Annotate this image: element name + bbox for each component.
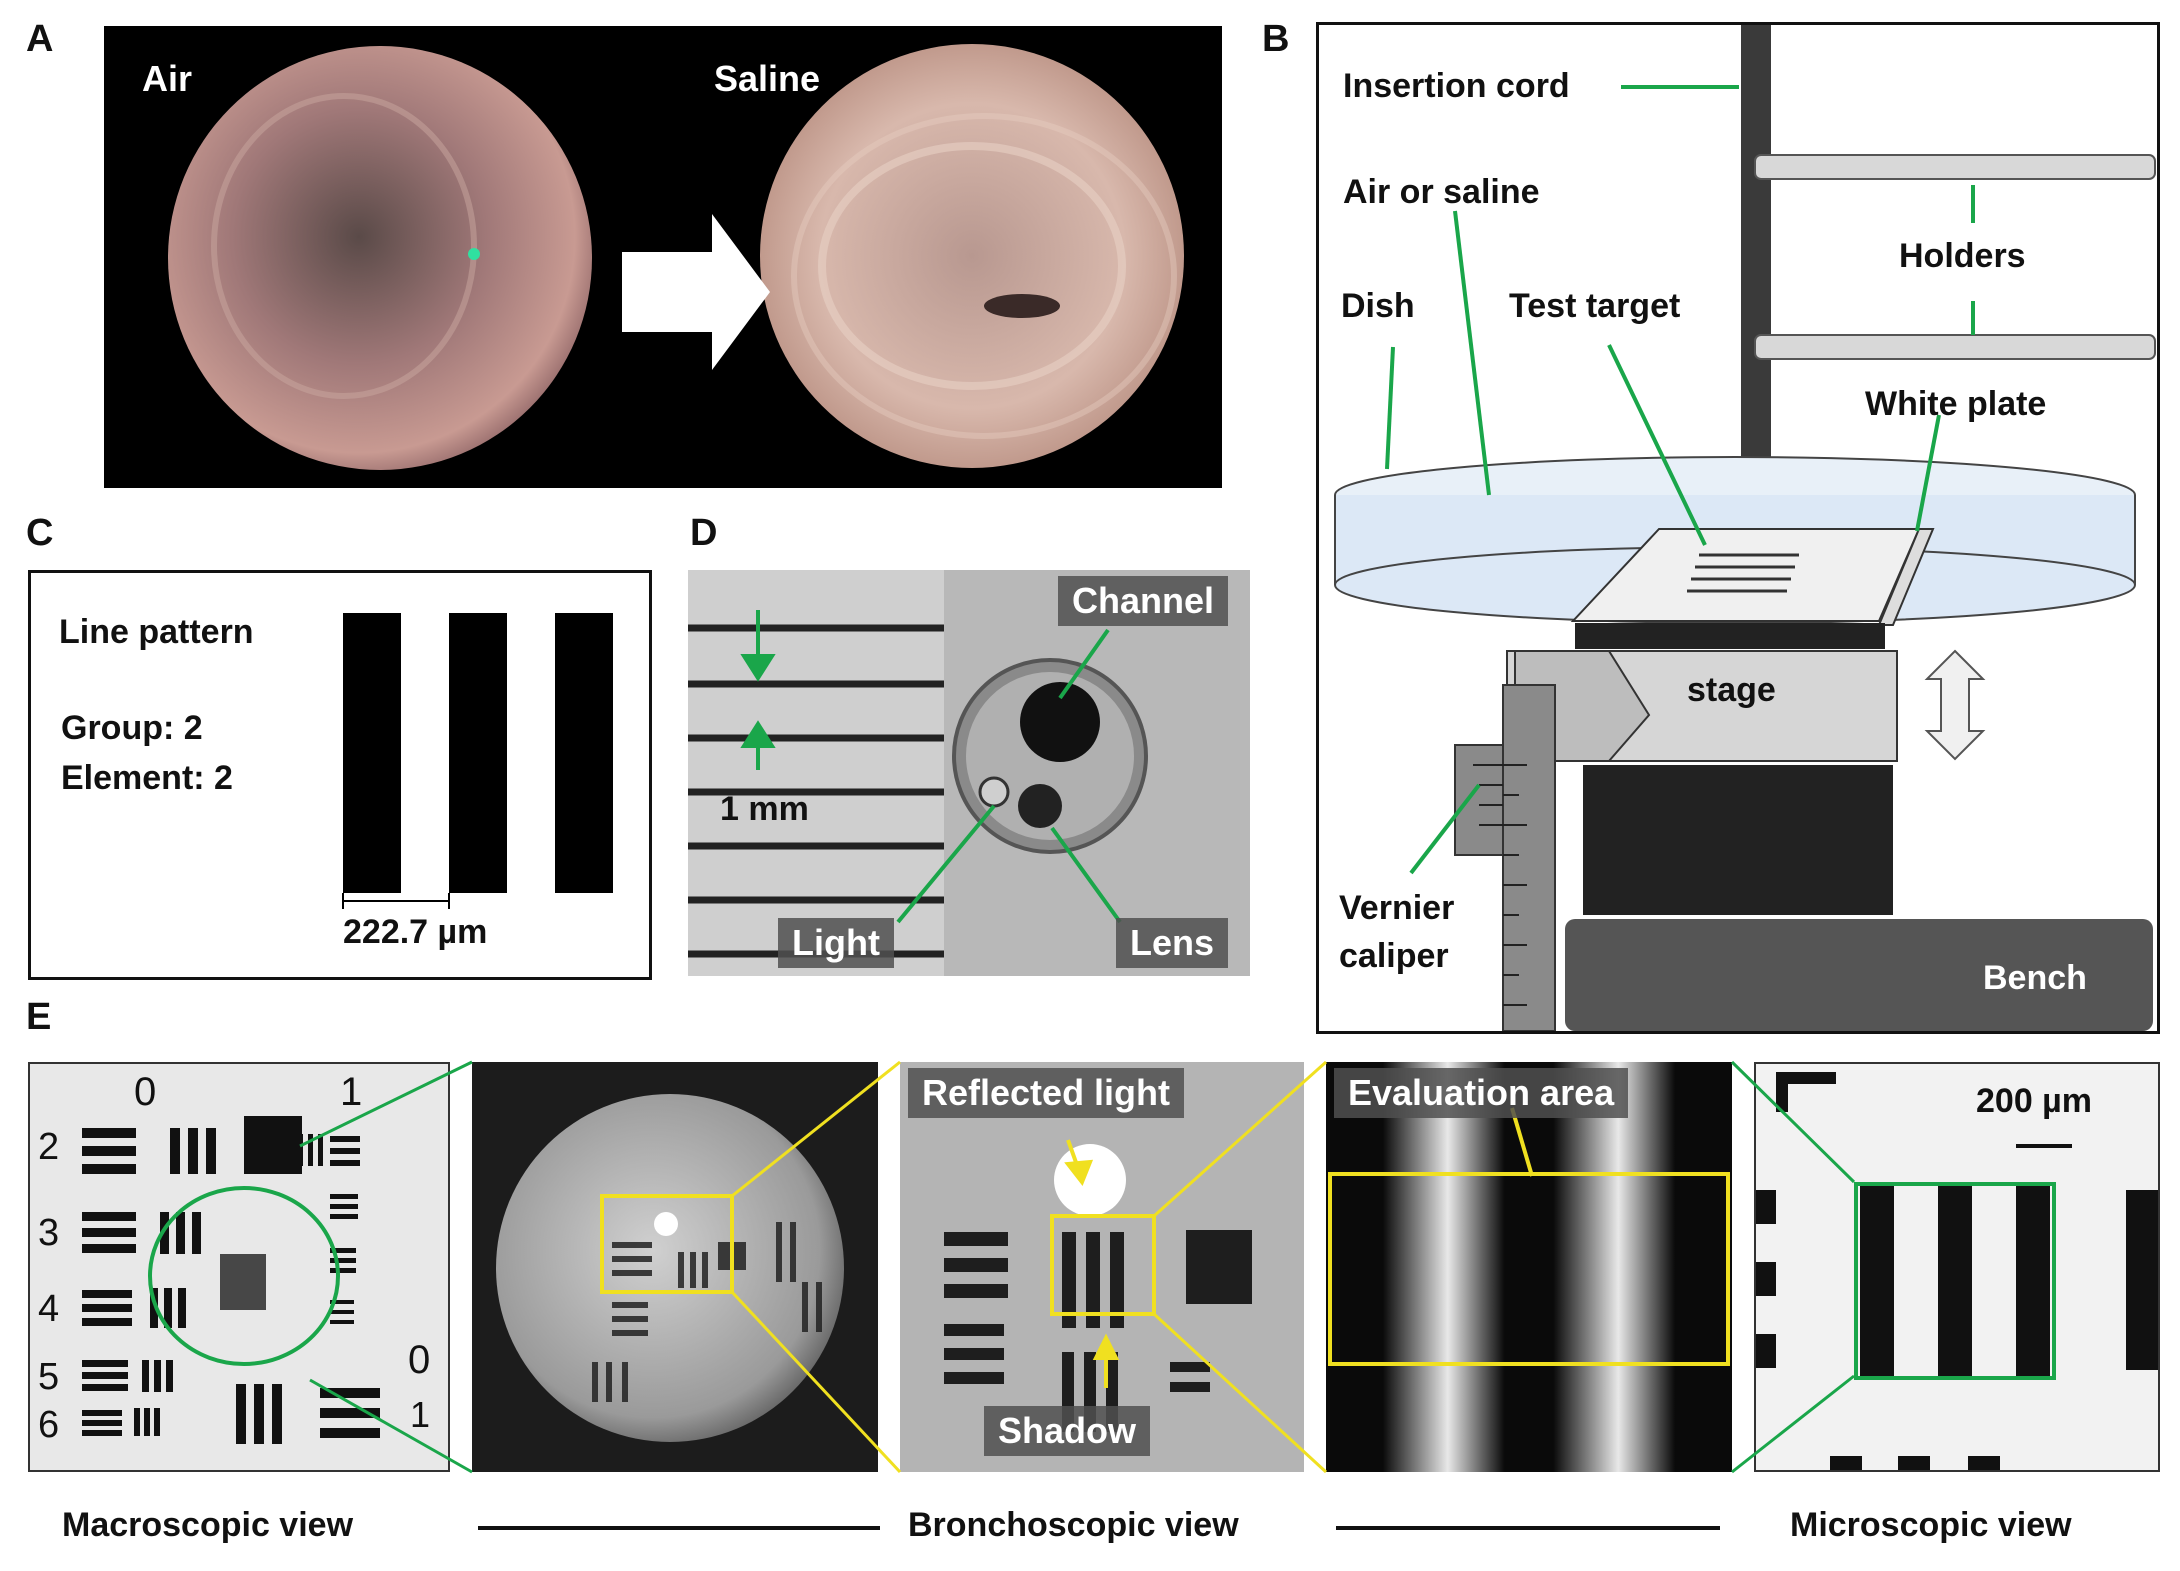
bar-1 [343,613,401,893]
shadow-tag: Shadow [984,1406,1151,1456]
leader-white-plate [1915,414,1941,532]
white-plate [1877,528,1935,626]
saline-view-circle [760,44,1184,468]
vernier-label-2: caliper [1339,937,1449,975]
light-tag: Light [778,918,894,968]
panel-c-frame: Line pattern Group: 2 Element: 2 222.7 µ… [28,570,652,980]
panel-e-label: E [26,996,52,1038]
channel-hole [1020,682,1100,762]
bar-2 [449,613,507,893]
saline-label: Saline [714,58,821,99]
zoom-box-evaluation [1050,1214,1156,1316]
zoom-circle-macro [148,1186,340,1366]
holder-bottom [1754,334,2156,360]
vernier-label-1: Vernier [1339,889,1455,927]
bench-label: Bench [1983,959,2087,997]
width-label: 222.7 µm [343,913,488,951]
holders-label: Holders [1899,237,2026,275]
scale-label-d: 1 mm [720,790,809,828]
panel-d-label: D [690,512,718,554]
reflected-light-spot [1054,1144,1126,1216]
setup-diagram [1334,25,2156,1031]
row-label-6: 6 [38,1404,60,1446]
leader-vernier [1409,783,1481,875]
reflected-light-tag: Reflected light [908,1068,1185,1118]
leader-air-saline [1453,210,1491,496]
evaluation-area-box [1328,1172,1730,1366]
air-label: Air [142,58,193,99]
bronchoscopic-view-label: Bronchoscopic view [908,1506,1239,1544]
line-pattern-graphic [342,613,613,909]
side-label-1: 1 [410,1394,431,1435]
e-evaluation-image: Evaluation area [1326,1062,1732,1472]
panel-c-label: C [26,512,54,554]
holder-top [1754,154,2156,180]
micro-scale-label: 200 µm [1976,1082,2092,1120]
panel-b-frame: Insertion cord Air or saline Holders Dis… [1316,22,2160,1034]
panel-b-label: B [1262,18,1290,60]
leader-dish [1385,346,1395,470]
row-label-4: 4 [38,1288,60,1330]
line-pattern-label: Line pattern [59,613,254,651]
vernier-caliper [1502,684,1556,1031]
lens-hole [1018,784,1062,828]
bench [1565,919,2153,1031]
zoom-box-micro [1854,1182,2056,1380]
e-broncho-wide-image [472,1062,878,1472]
macroscopic-view-label: Macroscopic view [62,1506,354,1544]
panel-a-label: A [26,18,54,60]
element-label: Element: 2 [61,759,233,797]
row-label-2: 2 [38,1126,60,1168]
panel-d-image: Channel 1 mm Light Lens [688,570,1250,976]
dish-label: Dish [1341,287,1415,325]
stage-label: stage [1687,671,1776,709]
bar-3 [555,613,613,893]
zoom-box-wide [600,1194,734,1294]
arrow-right-icon [622,214,770,370]
insertion-cord-label: Insertion cord [1343,67,1570,105]
row-label-3: 3 [38,1212,60,1254]
e-broncho-zoom-image: Reflected light Shadow [900,1062,1304,1472]
group0-top-label: 0 [134,1070,157,1114]
evaluation-area-view [1326,1062,1732,1472]
group-label: Group: 2 [61,709,203,747]
stage-updown-arrow-icon [1924,649,1986,761]
e-macro-image: 0 1 2 3 4 5 6 0 1 [28,1062,450,1472]
microscopic-view-label: Microscopic view [1790,1506,2072,1544]
test-target [1570,528,1921,622]
test-target-label: Test target [1509,287,1681,325]
row-label-5: 5 [38,1356,60,1398]
air-saline-label: Air or saline [1343,173,1540,211]
leader-light [896,804,996,924]
usaf-target [82,1116,380,1444]
side-label-0: 0 [408,1338,431,1382]
leader-lens [1050,826,1122,924]
white-plate-label: White plate [1865,385,2047,423]
bronchoscope-tip-photo [688,570,1250,976]
microscopic-view [1756,1072,2158,1470]
group1-top-label: 1 [340,1070,363,1114]
leader-test-target [1607,344,1707,546]
light-hole [978,776,1010,808]
leader-channel [1058,628,1110,700]
channel-tag: Channel [1058,576,1229,626]
e-micro-image: 200 µm [1754,1062,2160,1472]
panel-a-image: Air Saline [104,26,1222,488]
air-view-circle [168,46,592,470]
evaluation-area-tag: Evaluation area [1334,1068,1629,1118]
bronchoscopic-wide-view [496,1094,844,1442]
endoscope-views [168,44,1184,470]
lens-tag: Lens [1116,918,1229,968]
